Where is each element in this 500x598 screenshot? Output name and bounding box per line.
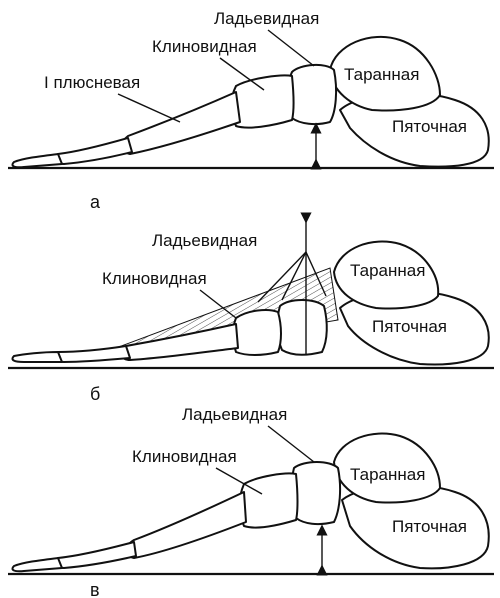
leader-navicular-a — [268, 30, 314, 66]
panel-letter-b: б — [90, 384, 100, 404]
phalanx-proximal-a — [55, 138, 132, 164]
metatarsal-bone-c — [127, 492, 247, 558]
label-talus-c: Таранная — [350, 465, 425, 484]
label-calcaneus-b: Пяточная — [372, 317, 447, 336]
panel-a: Ладьевидная Клиновидная I плюсневая Тара… — [8, 9, 494, 212]
panel-b: Ладьевидная Клиновидная Таранная Пяточна… — [8, 218, 494, 404]
leader-metatarsal-a — [118, 94, 180, 122]
label-navicular-b: Ладьевидная — [152, 231, 257, 250]
navicular-bone-c — [291, 462, 340, 524]
phalanx-distal-b — [12, 352, 62, 362]
phalanx-distal-a — [12, 154, 62, 167]
leader-navicular-c — [268, 426, 314, 462]
label-calcaneus-a: Пяточная — [392, 117, 467, 136]
label-navicular-c: Ладьевидная — [182, 405, 287, 424]
label-talus-b: Таранная — [350, 261, 425, 280]
label-navicular-a: Ладьевидная — [214, 9, 319, 28]
label-talus-a: Таранная — [344, 65, 419, 84]
phalanx-proximal-c — [55, 542, 136, 568]
panel-letter-a: а — [90, 192, 101, 212]
label-cuneiform-a: Клиновидная — [152, 37, 257, 56]
cuneiform-bone-c — [240, 473, 298, 527]
metatarsal-bone-a — [122, 92, 240, 154]
label-cuneiform-c: Клиновидная — [132, 447, 237, 466]
cuneiform-bone-b — [233, 310, 281, 355]
phalanx-distal-c — [12, 558, 62, 571]
panel-c: Ладьевидная Клиновидная Таранная Пяточна… — [8, 405, 494, 598]
label-cuneiform-b: Клиновидная — [102, 269, 207, 288]
label-metatarsal-a: I плюсневая — [44, 73, 140, 92]
cuneiform-bone-a — [232, 75, 294, 127]
panel-letter-c: в — [90, 580, 100, 598]
navicular-bone-b — [277, 300, 327, 355]
phalanx-proximal-b — [55, 346, 130, 362]
navicular-bone-a — [288, 65, 337, 124]
label-calcaneus-c: Пяточная — [392, 517, 467, 536]
